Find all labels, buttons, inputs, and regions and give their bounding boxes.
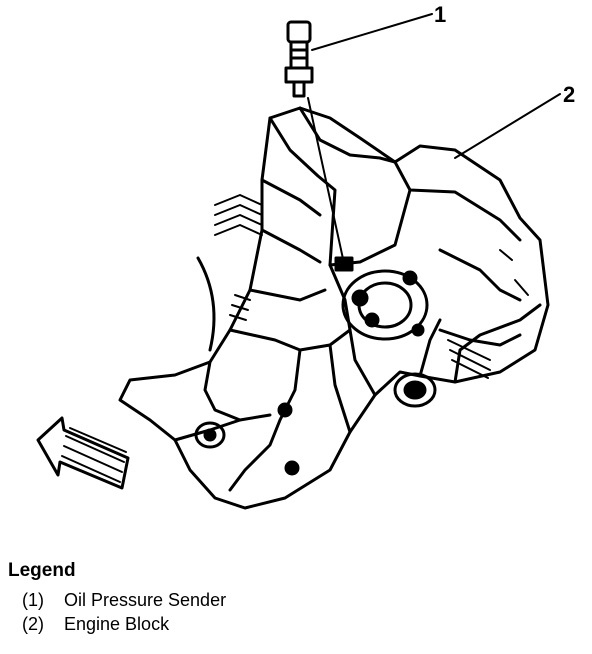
leader-line-1 — [311, 13, 433, 51]
installation-line — [307, 97, 346, 269]
legend-title: Legend — [8, 560, 76, 581]
callout-2: 2 — [563, 82, 575, 107]
legend-label: Oil Pressure Sender — [64, 590, 227, 610]
engine-block — [118, 106, 550, 510]
legend-item-oil-pressure-sender: (1) Oil Pressure Sender — [8, 588, 568, 612]
lower-housing — [194, 372, 437, 476]
sender-port — [334, 256, 354, 272]
legend-item-engine-block: (2) Engine Block — [8, 612, 568, 636]
front-boss — [341, 269, 429, 341]
engine-block-illustration: 1 2 — [36, 2, 575, 510]
oil-pressure-sender — [284, 20, 314, 98]
legend-label: Engine Block — [64, 614, 170, 634]
legend: Legend (1) Oil Pressure Sender (2) Engine … — [8, 560, 568, 636]
legend-number: (1) — [22, 590, 44, 610]
callout-1: 1 — [434, 2, 446, 27]
front-direction-arrow — [36, 416, 130, 490]
block-ribs — [214, 194, 529, 379]
leader-line-2 — [454, 93, 561, 159]
bellhousing-edge — [196, 256, 216, 352]
legend-number: (2) — [22, 614, 44, 634]
